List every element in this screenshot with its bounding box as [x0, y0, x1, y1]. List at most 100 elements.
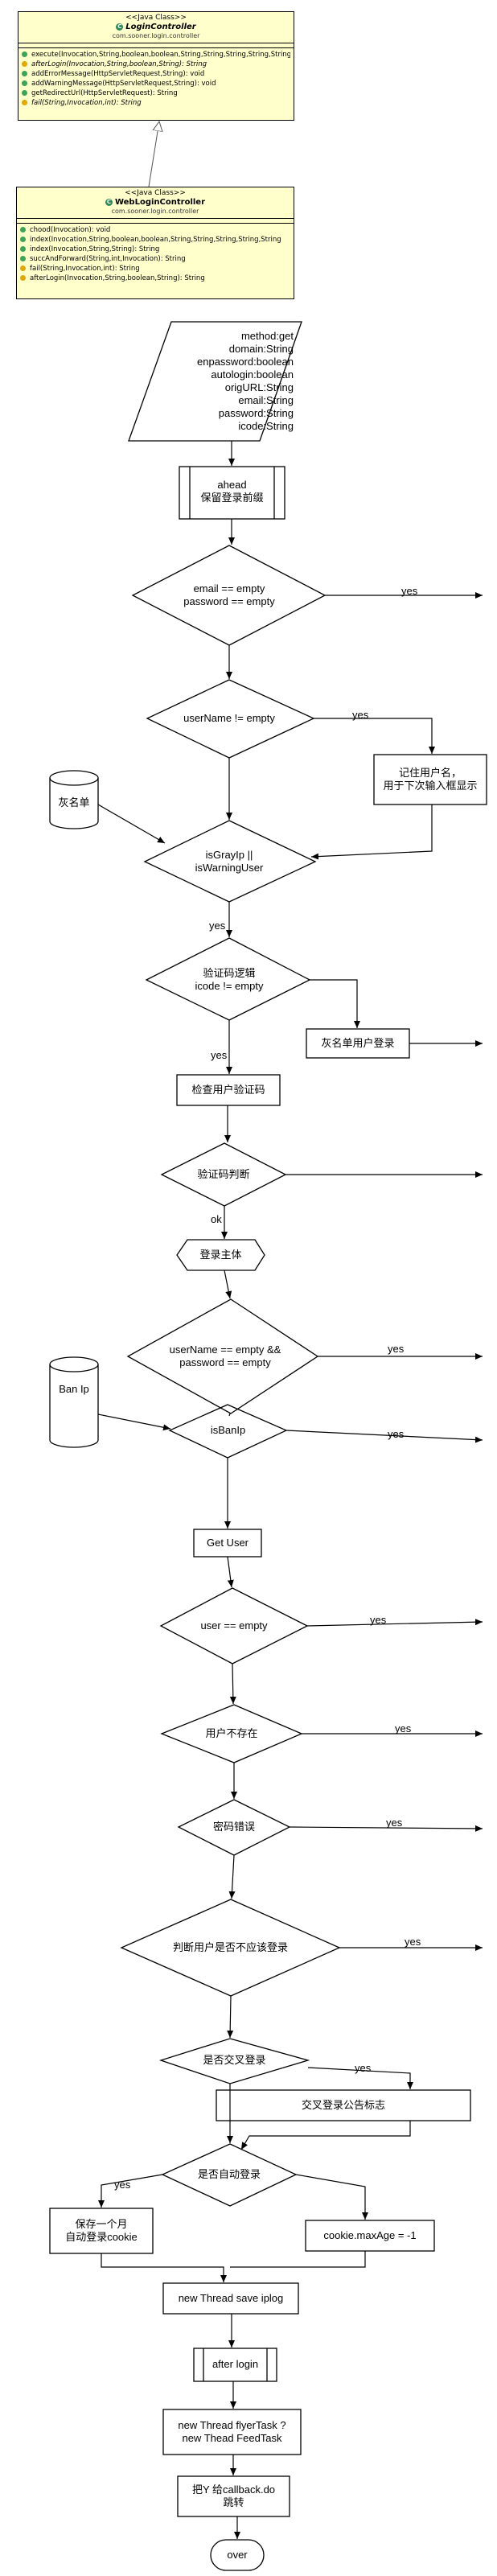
greylist-login-label: 灰名单用户登录	[321, 1037, 395, 1049]
get-user-label: Get User	[206, 1537, 249, 1549]
ok-label: ok	[211, 1213, 222, 1225]
user-notexist-label: 用户不存在	[205, 1727, 258, 1739]
inheritance-arrow	[148, 121, 159, 187]
protected-method-icon	[20, 274, 26, 281]
yes-label: yes	[401, 585, 418, 597]
yes-label: yes	[114, 2179, 131, 2191]
uml-method: fail(String,Invocation,int): String	[22, 98, 290, 108]
protected-method-icon	[22, 60, 27, 67]
uml-method-list: chood(Invocation): void index(Invocation…	[17, 224, 294, 286]
uml-attribute-compartment	[18, 43, 294, 48]
public-method-icon	[20, 236, 26, 242]
uml-method: afterLogin(Invocation,String,boolean,Str…	[22, 60, 290, 69]
auto-login-diamond	[161, 2143, 298, 2207]
uml-method: addErrorMessage(HttpServletRequest,Strin…	[22, 69, 290, 79]
pwd-error-label: 密码错误	[212, 1821, 255, 1833]
callback-box	[177, 2475, 290, 2517]
flyer-task-label: new Thread flyerTask ?new Thead FeedTask	[178, 2419, 286, 2444]
check-code-label: 检查用户验证码	[191, 1084, 265, 1096]
save-cookie-label: 保存一个月自动登录cookie	[65, 2218, 138, 2243]
public-method-icon	[22, 51, 27, 57]
code-judge-label: 验证码判断	[197, 1168, 250, 1180]
protected-method-icon	[22, 99, 27, 105]
uml-attribute-compartment	[17, 219, 294, 224]
uml-method: execute(Invocation,String,boolean,boolea…	[22, 50, 290, 60]
uml-package: com.sooner.login.controller	[112, 32, 200, 39]
banip-db-label: Ban Ip	[59, 1383, 89, 1395]
uml-stereotype: <<Java Class>>	[125, 189, 186, 197]
yes-label: yes	[370, 1614, 387, 1626]
yes-label: yes	[355, 2062, 372, 2074]
cookie-maxage-box	[305, 2220, 435, 2252]
uml-method: chood(Invocation): void	[20, 225, 290, 235]
save-iplog-label: new Thread save iplog	[178, 2292, 284, 2304]
class-icon: C	[105, 199, 113, 206]
greylist-db-label: 灰名单	[58, 796, 90, 809]
isbanip-label: isBanIp	[210, 1424, 246, 1436]
greylist-database	[49, 778, 99, 829]
login-body-label: 登录主体	[199, 1249, 242, 1261]
check-code-box	[176, 1074, 281, 1106]
user-empty-label: user == empty	[200, 1619, 268, 1632]
uml-package: com.sooner.login.controller	[111, 208, 199, 215]
uml-method: getRedirectUrl(HttpServletRequest): Stri…	[22, 88, 290, 98]
uml-class-name: LoginController	[125, 23, 196, 31]
save-iplog-box	[162, 2282, 299, 2315]
uml-method: fail(String,Invocation,int): String	[20, 264, 290, 274]
username-pwd-label: userName == empty &&password == empty	[169, 1344, 281, 1368]
yes-label: yes	[386, 1817, 403, 1829]
remember-username-label: 记住用户名，用于下次输入框显示	[383, 767, 478, 792]
uml-method-list: execute(Invocation,String,boolean,boolea…	[18, 48, 294, 110]
yes-label: yes	[388, 1343, 405, 1355]
username-notempty-label: userName != empty	[183, 712, 275, 724]
flyer-task-box	[162, 2409, 302, 2455]
username-pwd-diamond	[126, 1298, 319, 1414]
uml-method: index(Invocation,String,boolean,boolean,…	[20, 235, 290, 245]
public-method-icon	[20, 245, 26, 252]
over-terminator	[210, 2539, 265, 2571]
after-login-box	[193, 2348, 277, 2382]
public-method-icon	[20, 226, 26, 232]
uml-method: afterLogin(Invocation,String,boolean,Str…	[20, 274, 290, 283]
over-label: over	[227, 2549, 248, 2561]
login-body-hexagon	[176, 1239, 265, 1271]
banip-database	[49, 1364, 99, 1448]
uml-stereotype: <<Java Class>>	[125, 14, 187, 22]
uml-method: addWarningMessage(HttpServletRequest,Str…	[22, 79, 290, 88]
yes-label: yes	[211, 1049, 228, 1061]
uml-class-name: WebLoginController	[114, 198, 206, 207]
protected-method-icon	[20, 265, 26, 271]
public-method-icon	[22, 89, 27, 96]
yes-label: yes	[352, 709, 369, 721]
yes-label: yes	[405, 1936, 421, 1948]
params-label: method:get domain:String enpassword:bool…	[197, 330, 294, 432]
remember-username-box	[373, 754, 487, 805]
should-login-label: 判断用户是否不应该登录	[172, 1941, 288, 1953]
uml-method: index(Invocation,String,String): String	[20, 245, 290, 254]
public-method-icon	[22, 80, 27, 86]
cross-flag-label: 交叉登录公告标志	[301, 2099, 385, 2111]
public-method-icon	[22, 70, 27, 76]
isgrayip-label: isGrayIp ||isWarningUser	[195, 849, 264, 874]
after-login-label: after login	[212, 2358, 259, 2370]
cross-login-label: 是否交叉登录	[203, 2054, 266, 2066]
public-method-icon	[20, 255, 26, 261]
cross-flag-box	[216, 2089, 471, 2121]
yes-label: yes	[388, 1428, 405, 1440]
params-input-shape	[128, 321, 302, 442]
yes-label: yes	[395, 1722, 412, 1734]
auto-login-label: 是否自动登录	[197, 2168, 261, 2180]
flow-connectors	[97, 441, 483, 2539]
cookie-maxage-label: cookie.maxAge = -1	[323, 2229, 417, 2241]
yes-label: yes	[209, 920, 226, 932]
class-icon: C	[116, 23, 124, 31]
